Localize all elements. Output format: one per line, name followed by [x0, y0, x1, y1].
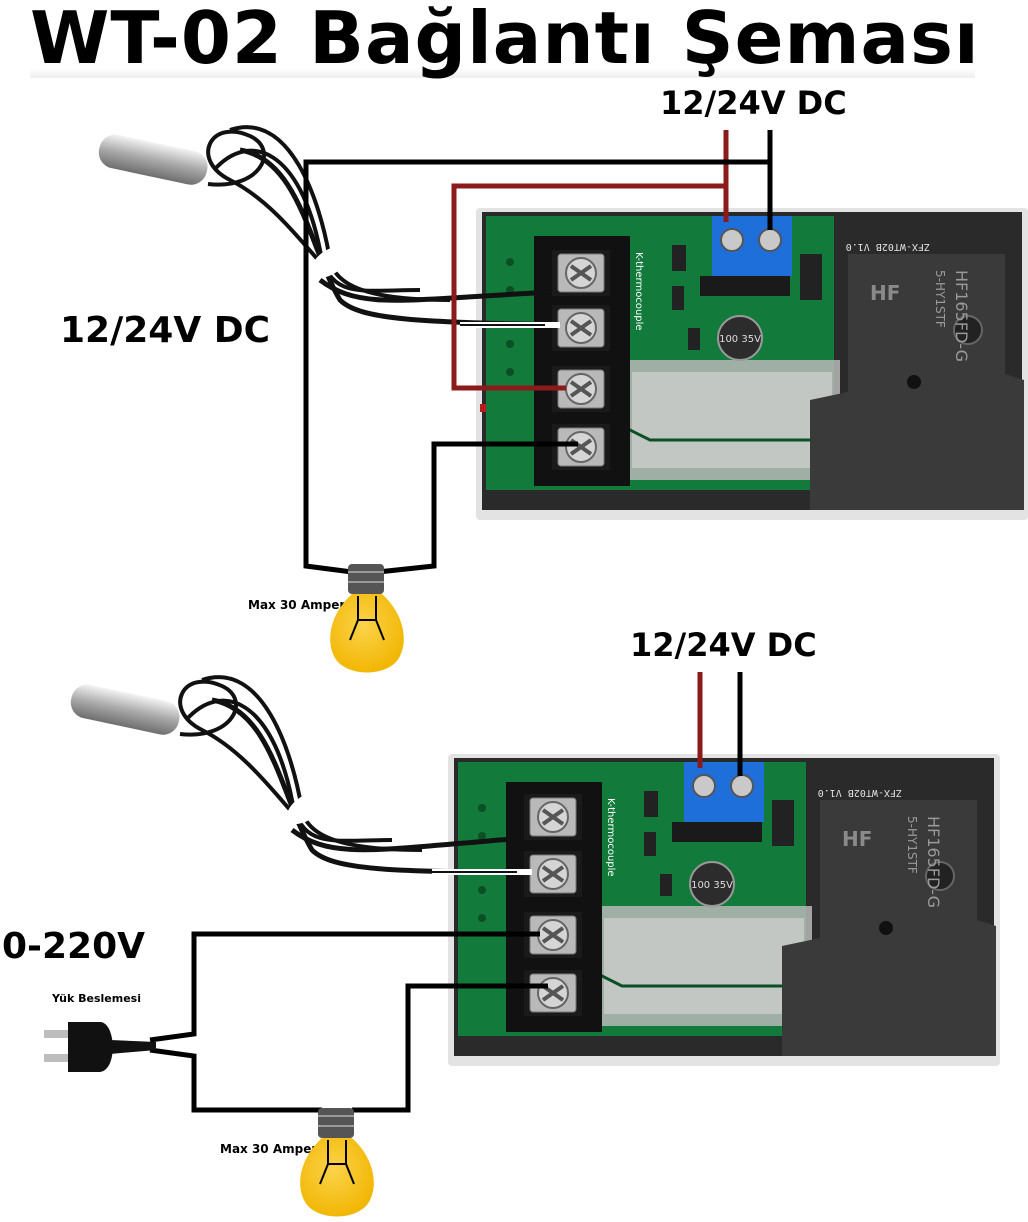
top-board-model: ZFX-WT02B V1.0	[846, 241, 930, 252]
top-screw-terminal-4[interactable]	[550, 422, 612, 472]
top-wiring	[303, 130, 773, 575]
bottom-capacitor-label: 100 35V	[691, 880, 733, 891]
bottom-power-label: 12/24V DC	[630, 626, 817, 664]
top-side-label: 12/24V DC	[60, 310, 271, 351]
top-probe-header-label: K-thermocouple	[633, 252, 644, 331]
top-relay-model: HF165FD-G	[952, 270, 971, 362]
bottom-controller-board: 100 35V K-thermocouple ZFX-WT02B V1.0 HF…	[448, 754, 1000, 1066]
bottom-relay-brand: HF	[842, 827, 872, 851]
page-title: WT-02 Bağlantı Şeması	[30, 0, 979, 80]
top-controller-board: 100 35V K-thermocouple ZFX-WT02B V1.0 HF…	[476, 208, 1028, 520]
bottom-screw-terminal-4[interactable]	[522, 968, 584, 1018]
bottom-screw-terminal-2[interactable]	[522, 849, 584, 899]
top-lamp-label: Max 30 Amper	[248, 598, 346, 612]
top-relay-code: 5-HY1STF	[933, 270, 947, 328]
top-lamp	[330, 564, 404, 673]
bottom-relay-code: 5-HY1STF	[905, 816, 919, 874]
bottom-lamp-label: Max 30 Amper	[220, 1142, 318, 1156]
top-relay-brand: HF	[870, 281, 900, 305]
plug-label: Yük Beslemesi	[52, 992, 142, 1005]
bottom-relay-model: HF165FD-G	[924, 816, 943, 908]
top-screw-terminal-1[interactable]	[550, 248, 612, 298]
power-plug	[44, 1022, 156, 1072]
bottom-screw-terminal-1[interactable]	[522, 792, 584, 842]
bottom-board-model: ZFX-WT02B V1.0	[818, 787, 902, 798]
top-screw-terminal-2[interactable]	[550, 303, 612, 353]
bottom-probe-header-label: K-thermocouple	[605, 798, 616, 877]
bottom-side-label: 0-220V	[2, 926, 145, 967]
bottom-wiring	[149, 672, 743, 1113]
bottom-temperature-probe	[70, 675, 533, 875]
top-capacitor-label: 100 35V	[719, 334, 761, 345]
top-power-label: 12/24V DC	[660, 84, 847, 122]
bottom-lamp	[300, 1108, 374, 1217]
